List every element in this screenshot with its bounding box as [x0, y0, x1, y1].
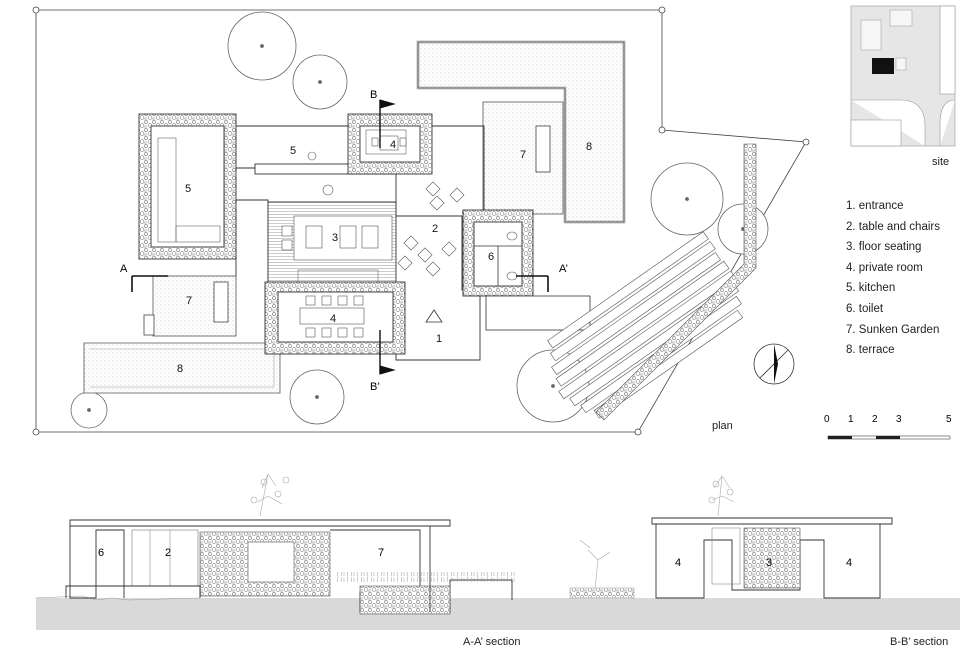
scale-tick-2: 2 — [872, 414, 878, 425]
bb-label-private-room-left: 4 — [675, 557, 681, 569]
label-floor-seating: 3 — [332, 232, 338, 244]
scale-tick-1: 1 — [848, 414, 854, 425]
legend-item-table-chairs: 2. table and chairs — [846, 220, 940, 233]
scale-tick-0: 0 — [824, 414, 830, 425]
legend-item-toilet: 6. toilet — [846, 302, 884, 315]
room-labels: 1 2 3 4 4 5 5 6 7 7 8 8 — [177, 139, 592, 375]
label-terrace-left: 8 — [177, 363, 183, 375]
section-mark-b: B — [370, 89, 377, 101]
legend: 1. entrance 2. table and chairs 3. floor… — [846, 196, 940, 361]
aa-label-sunken-garden: 7 — [378, 547, 384, 559]
section-bb: 4 3 4 — [560, 475, 960, 630]
scale-tick-5: 5 — [946, 414, 952, 425]
sunken-gardens — [143, 101, 564, 337]
stone-walls — [138, 113, 534, 355]
site-caption: site — [932, 156, 950, 168]
plan-caption: plan — [712, 420, 733, 432]
aa-label-toilet: 6 — [98, 547, 104, 559]
label-table-chairs: 2 — [432, 223, 438, 235]
legend-item-terrace: 8. terrace — [846, 344, 895, 357]
section-mark-a: A — [120, 263, 128, 275]
furniture — [281, 135, 465, 338]
bb-label-private-room-right: 4 — [846, 557, 852, 569]
aa-label-table-chairs: 2 — [165, 547, 171, 559]
label-private-room-top: 4 — [390, 139, 396, 151]
label-toilet: 6 — [488, 251, 494, 263]
site-inset — [850, 5, 956, 147]
legend-item-floor-seating: 3. floor seating — [846, 241, 922, 254]
label-garden-left: 7 — [186, 295, 192, 307]
label-garden-right: 7 — [520, 149, 526, 161]
label-kitchen-main: 5 — [185, 183, 191, 195]
legend-item-sunken-garden: 7. Sunken Garden — [846, 323, 940, 336]
property-boundary — [32, 6, 810, 436]
wood-deck — [547, 143, 757, 421]
legend-item-kitchen: 5. kitchen — [846, 282, 896, 295]
north-arrow — [753, 343, 795, 385]
scale-tick-3: 3 — [896, 414, 902, 425]
section-cut-lines — [131, 99, 549, 375]
label-private-room-bottom: 4 — [330, 313, 336, 325]
scale-bar: 0 1 2 3 5 — [824, 414, 952, 440]
section-mark-a-prime: A’ — [559, 263, 568, 275]
entrance — [425, 295, 591, 331]
section-aa-caption: A-A’ section — [463, 636, 521, 648]
terraces — [83, 40, 626, 394]
label-terrace-right: 8 — [586, 141, 592, 153]
section-mark-b-prime: B’ — [370, 381, 380, 393]
legend-item-entrance: 1. entrance — [846, 200, 904, 212]
label-entrance: 1 — [436, 333, 442, 345]
legend-item-private-room: 4. private room — [846, 261, 923, 274]
section-aa: 6 2 7 — [35, 473, 566, 630]
label-kitchen-side: 5 — [290, 145, 296, 157]
section-bb-caption: B-B’ section — [890, 636, 949, 648]
bb-label-floor-seating: 3 — [766, 557, 772, 569]
